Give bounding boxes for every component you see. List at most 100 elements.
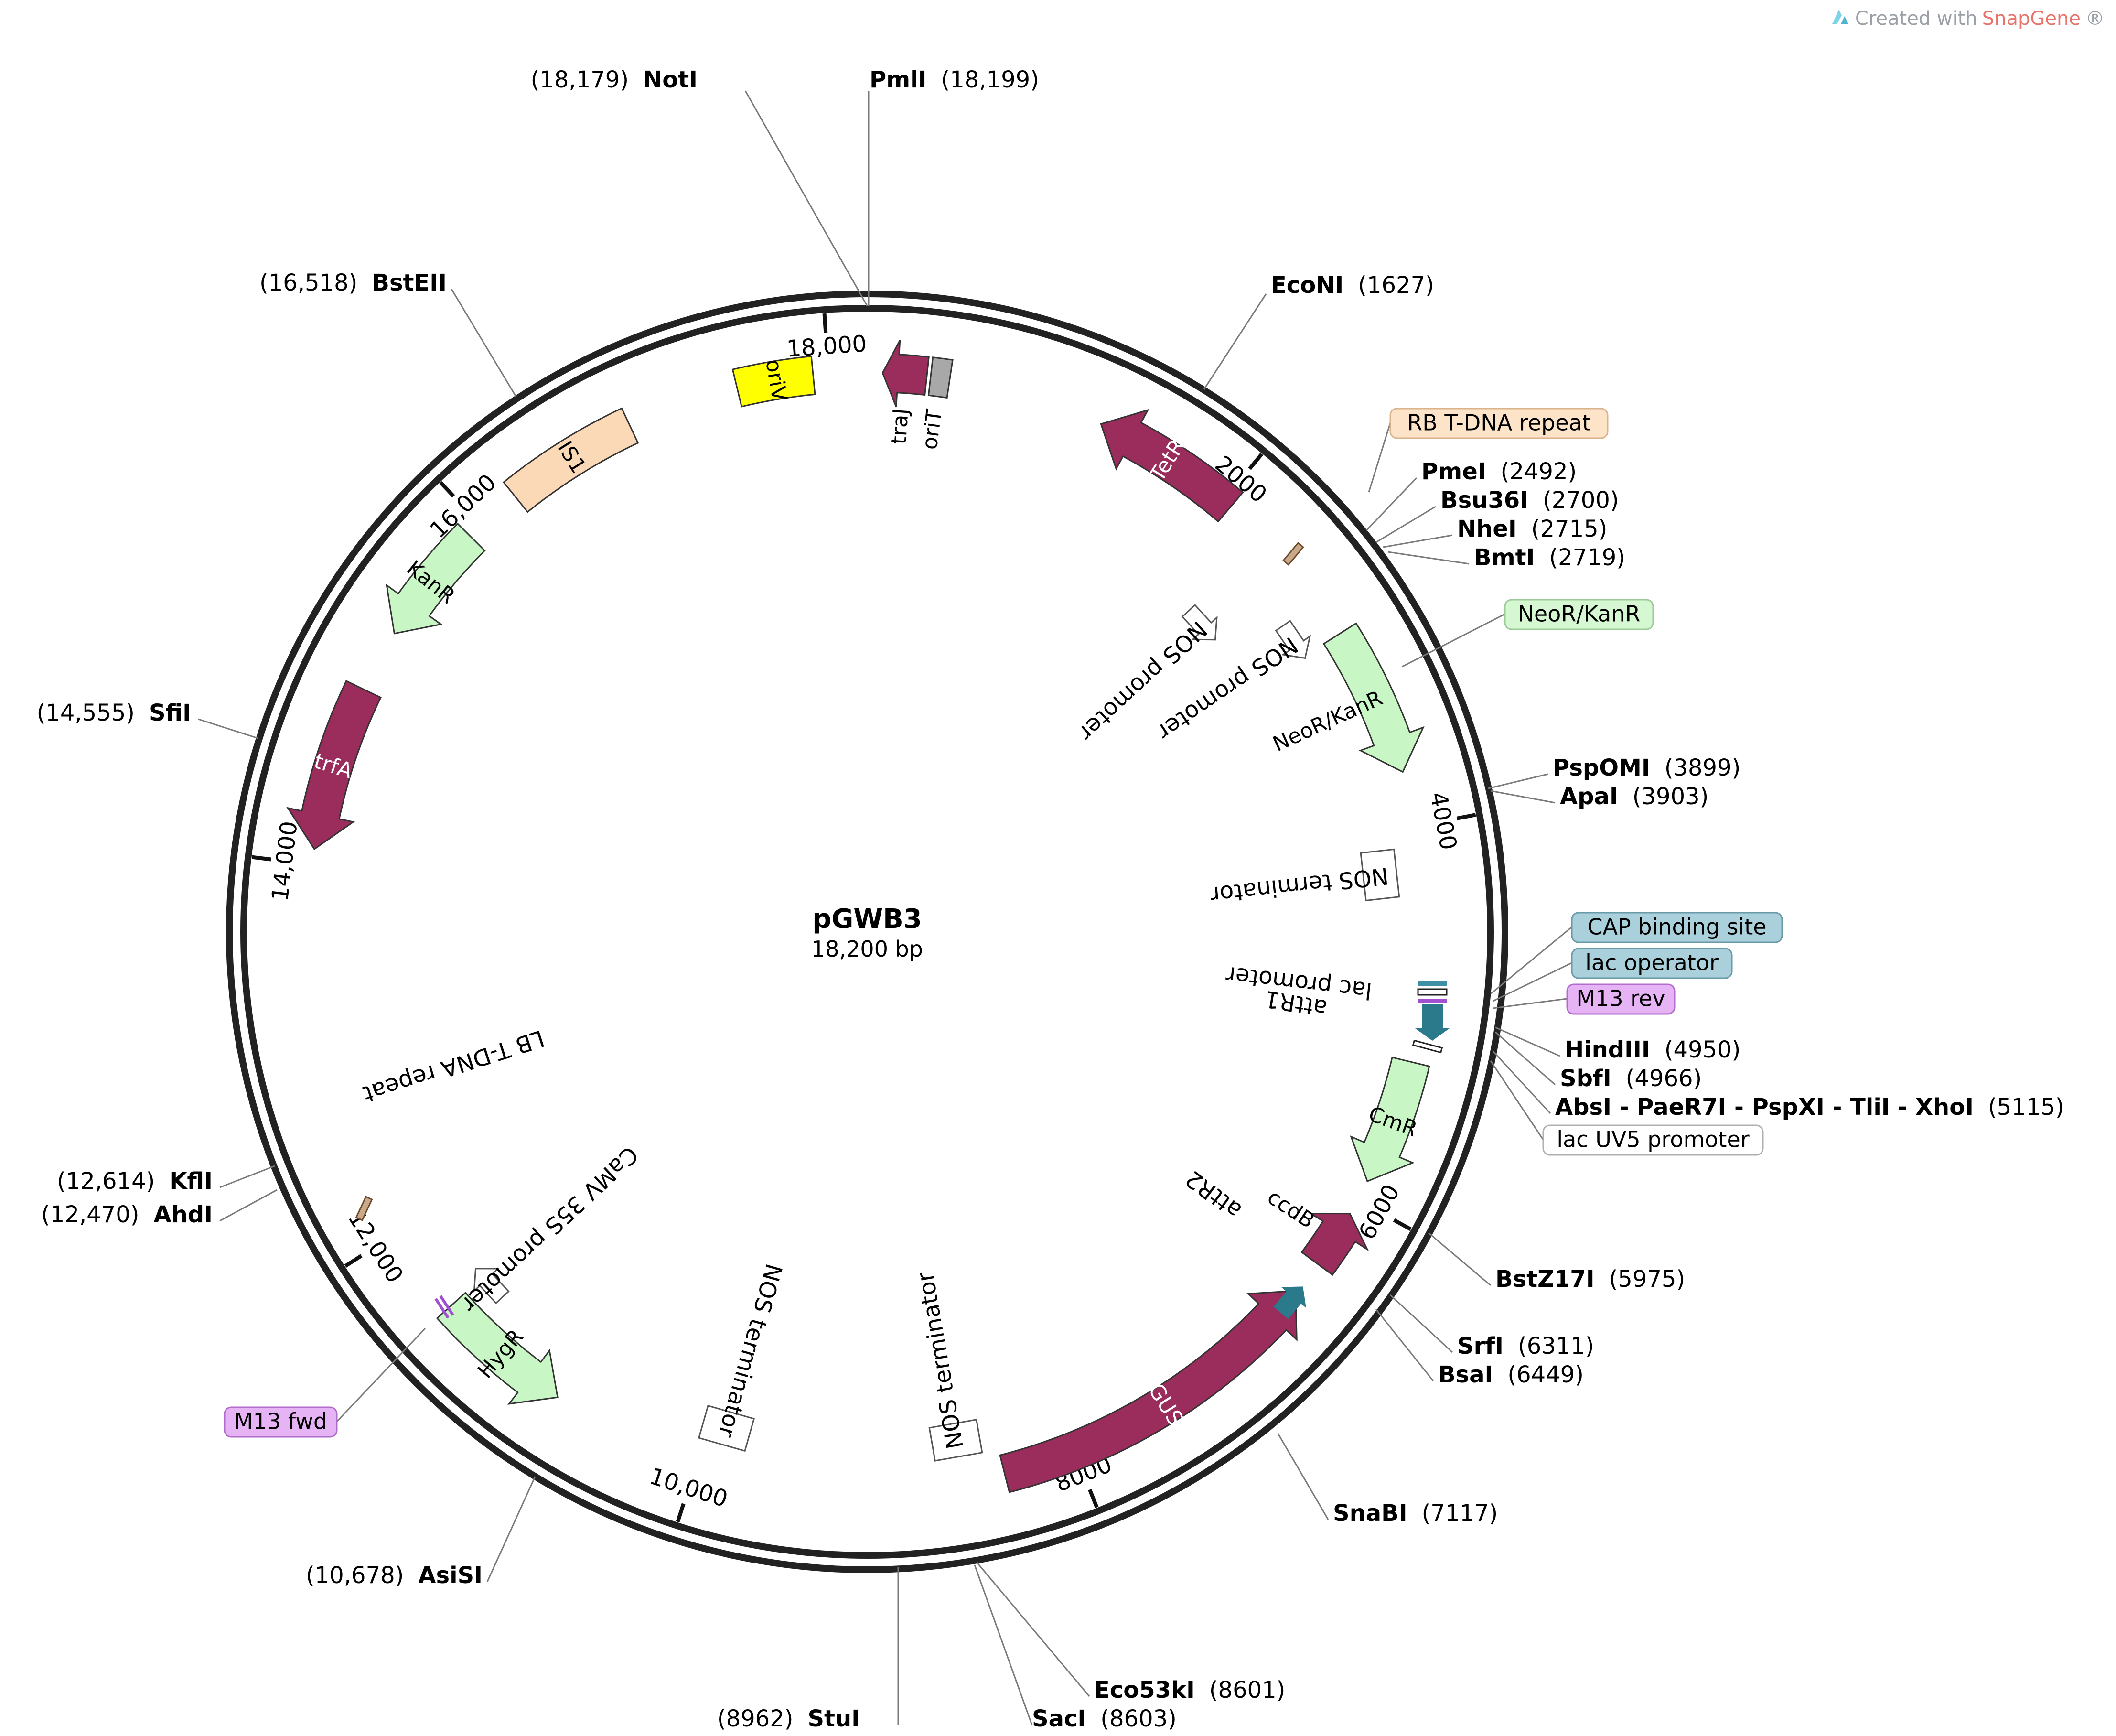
site-position: (7117)	[1422, 1500, 1498, 1527]
site-leader-line	[1495, 1031, 1556, 1086]
plasmid-length: 18,200 bp	[811, 936, 923, 962]
snapgene-logo-icon	[1829, 7, 1850, 31]
site-enzyme-name: EcoNI	[1271, 272, 1343, 299]
site-leader-line	[976, 1562, 1090, 1697]
site-enzyme-name: KflI	[169, 1168, 213, 1195]
site-position: (6311)	[1518, 1333, 1594, 1359]
boxed-label-lac-uv5-promoter-bg	[1542, 1124, 1764, 1156]
tick-mark	[1248, 453, 1264, 470]
backbone-outer-ring	[226, 291, 1508, 1573]
site-position: (12,614)	[57, 1168, 155, 1195]
lac-operator-marker	[1417, 988, 1448, 996]
feature-layer: TetRNeoR/KanRCmRccdBGUSHygRtrfAKanRIS1or…	[286, 340, 1430, 1493]
feature-traj-label: traJ	[887, 408, 913, 445]
box-leader-line	[336, 1327, 426, 1423]
inner-label-nos-terminator: NOS terminator	[713, 1261, 787, 1441]
terminator-box	[1360, 848, 1400, 902]
boxed-label-neor-kanr-bg	[1504, 599, 1654, 630]
site-snabi: SnaBI(7117)	[1333, 1500, 1498, 1527]
plasmid-name: pGWB3	[812, 904, 922, 935]
tick-label: 4000	[1425, 790, 1462, 852]
credit-reg: ®	[2085, 8, 2105, 30]
tick-mark	[1456, 813, 1476, 820]
site-position: (12,470)	[41, 1201, 139, 1228]
tick-mark	[251, 855, 271, 862]
feature-neor-kanr-arrow	[1322, 622, 1425, 773]
feature-hygr-arrow	[436, 1292, 559, 1405]
lac-uv5-marker	[1412, 1039, 1443, 1054]
site-bsu36i: Bsu36I(2700)	[1440, 487, 1619, 514]
site-leader-line	[974, 1564, 1033, 1725]
site-leader-line	[744, 90, 868, 306]
small-markers	[355, 542, 1450, 1319]
site-leader-line	[1383, 534, 1453, 548]
site-leader-line	[1375, 1309, 1434, 1381]
site-enzyme-name: SrfI	[1457, 1333, 1504, 1359]
inner-label-attr2: attR2	[1181, 1165, 1246, 1224]
boxed-label-m13-rev-bg	[1566, 983, 1676, 1015]
site-leader-line	[451, 289, 517, 397]
feature-tetr-arrow	[1100, 409, 1244, 523]
site-pmei: PmeI(2492)	[1421, 458, 1577, 485]
feature-orit-arrow	[927, 356, 954, 399]
site-enzyme-name: HindIII	[1565, 1036, 1650, 1063]
site-enzyme-name: NotI	[643, 66, 698, 93]
site-position: (2700)	[1543, 487, 1619, 514]
site-enzyme-name: BstZ17I	[1495, 1266, 1595, 1293]
boxed-label-m13-fwd-bg	[224, 1406, 338, 1438]
credit-brand: SnapGene	[1982, 8, 2081, 30]
site-kfli: (12,614) KflI	[57, 1168, 213, 1195]
site-eco53ki: Eco53kI(8601)	[1094, 1677, 1285, 1704]
site-leader-line	[1490, 790, 1556, 804]
site-position: (4950)	[1665, 1036, 1741, 1063]
boxed-label-m13-fwd: M13 fwd	[234, 1409, 327, 1434]
site-enzyme-name: BsaI	[1438, 1361, 1493, 1388]
tick-mark	[439, 481, 455, 498]
site-leader-line	[1428, 1232, 1491, 1286]
tick-label: 14,000	[267, 819, 303, 902]
site-position: (5115)	[1988, 1094, 2064, 1121]
site-enzyme-name: BmtI	[1474, 544, 1535, 571]
site-nhei: NheI(2715)	[1457, 516, 1607, 542]
site-apai: ApaI(3903)	[1560, 783, 1708, 810]
site-enzyme-name: SfiI	[149, 700, 191, 726]
site-bsai: BsaI (6449)	[1438, 1361, 1584, 1388]
site-enzyme-name: PspOMI	[1553, 755, 1650, 781]
site-position: (6449)	[1507, 1361, 1584, 1388]
attr2-arrow-icon	[1273, 1286, 1306, 1319]
lb-repeat-marker	[355, 1196, 373, 1221]
credit-prefix: Created with	[1855, 8, 1977, 30]
boxed-label-m13-rev: M13 rev	[1576, 986, 1665, 1012]
site-hindiii: HindIII (4950)	[1565, 1036, 1740, 1063]
site-enzyme-name: AsiSI	[418, 1562, 483, 1589]
boxed-label-rb-t-dna-repeat: RB T-DNA repeat	[1407, 410, 1590, 436]
site-enzyme-name: NheI	[1457, 516, 1517, 542]
feature-is1-arrow	[502, 407, 639, 513]
site-leader-line	[1365, 477, 1418, 531]
feature-oriv-arrow	[731, 355, 816, 408]
m13-fwd-marker	[434, 1298, 450, 1319]
boxed-label-cap-binding-site-bg	[1571, 912, 1783, 943]
inner-label-nos-terminator: NOS terminator	[912, 1270, 969, 1451]
site-enzyme-name: PmeI	[1421, 458, 1486, 485]
boxed-label-neor-kanr: NeoR/KanR	[1518, 601, 1641, 627]
site-leader-line	[1277, 1433, 1329, 1520]
tick-mark	[344, 1254, 363, 1268]
site-position: (16,518)	[259, 270, 357, 296]
site-enzyme-name: SbfI	[1560, 1065, 1611, 1092]
site-position: (2719)	[1549, 544, 1625, 571]
box-leader-line	[1368, 422, 1391, 493]
feature-traj-arrow	[881, 340, 930, 408]
site-pspomi: PspOMI(3899)	[1553, 755, 1740, 781]
site-position: (18,199)	[941, 66, 1039, 93]
boxed-label-lac-operator-bg	[1571, 948, 1733, 979]
site-position: (8601)	[1209, 1677, 1286, 1704]
feature-gus-arrow	[999, 1290, 1298, 1493]
m13-fwd-marker-2	[439, 1295, 454, 1316]
tick-label: 10,000	[646, 1463, 731, 1513]
site-leader-line	[1488, 773, 1548, 789]
site-enzyme-name: PmlI	[870, 66, 927, 93]
site-leader-line	[1387, 551, 1470, 565]
site-enzyme-name: BstEII	[372, 270, 447, 296]
